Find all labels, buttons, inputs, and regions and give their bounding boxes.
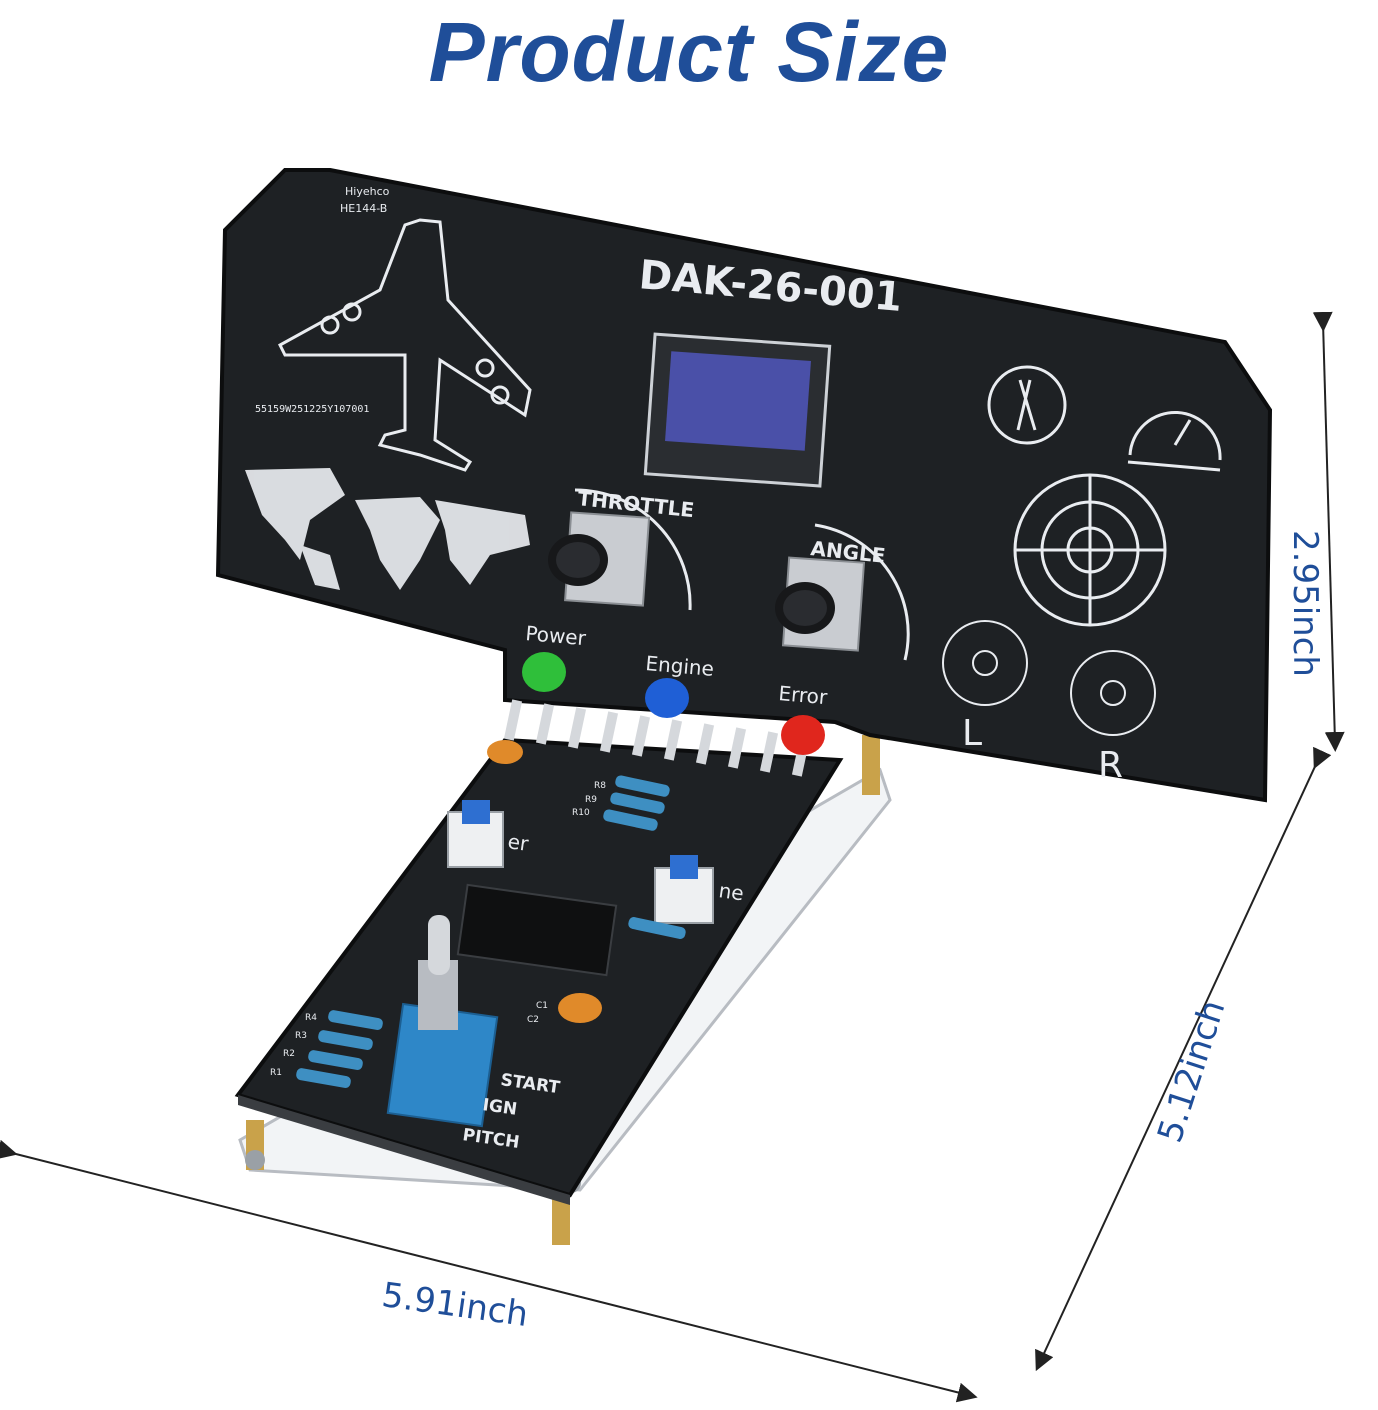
toggle-switch[interactable] xyxy=(386,915,499,1128)
resistor-group-top xyxy=(603,775,670,831)
r8-label: R8 xyxy=(594,781,606,791)
switch-ign-label: IGN xyxy=(481,1095,518,1120)
serial-label: 55159W251225Y107001 xyxy=(255,404,369,415)
model-code-label: HE144-B xyxy=(340,202,387,215)
depth-dimension-line xyxy=(1035,746,1332,1372)
speedometer-icon xyxy=(1127,411,1222,472)
throttle-knob[interactable] xyxy=(548,488,692,611)
r9-label: R9 xyxy=(585,795,597,805)
error-led-label: Error xyxy=(778,681,829,709)
capacitor-top xyxy=(487,740,523,764)
c2-label: C2 xyxy=(527,1015,539,1025)
left-engine-label: L xyxy=(962,713,982,754)
capacitor-bottom xyxy=(558,993,602,1023)
engine-push-button[interactable] xyxy=(654,855,714,924)
resistor-group-left xyxy=(296,1010,383,1088)
r3-label: R3 xyxy=(295,1031,307,1041)
engine-led-label: Engine xyxy=(645,651,715,681)
airplane-icon xyxy=(278,218,532,472)
power-push-button[interactable] xyxy=(447,800,504,868)
compass-icon xyxy=(987,365,1067,445)
radar-icon xyxy=(1013,473,1167,627)
r1-label: R1 xyxy=(270,1068,282,1078)
brand-label: Hiyehco xyxy=(345,185,390,198)
ic-chip xyxy=(456,883,618,977)
page-title: Product Size xyxy=(428,5,950,99)
error-led xyxy=(781,715,825,755)
r10-label: R10 xyxy=(572,808,590,818)
power-led-label: Power xyxy=(525,621,588,650)
left-engine-icon xyxy=(942,620,1028,706)
resistor-r6 xyxy=(628,917,686,939)
angle-knob[interactable] xyxy=(775,523,910,661)
engine-button-label: ne xyxy=(717,878,745,905)
power-led xyxy=(522,652,566,692)
right-engine-label: R xyxy=(1098,745,1123,786)
r2-label: R2 xyxy=(283,1049,295,1059)
r4-label: R4 xyxy=(305,1013,317,1023)
power-button-label: er xyxy=(506,829,530,856)
c1-label: C1 xyxy=(536,1001,548,1011)
width-dimension-line xyxy=(0,1139,978,1403)
height-dimension-line xyxy=(1312,311,1345,752)
height-dimension-label: 2.95inch xyxy=(1285,530,1325,677)
oled-display xyxy=(643,332,832,488)
lower-pcb xyxy=(234,737,844,1205)
engine-led xyxy=(645,678,689,718)
world-map-graphic xyxy=(245,468,530,590)
right-engine-icon xyxy=(1070,650,1156,736)
